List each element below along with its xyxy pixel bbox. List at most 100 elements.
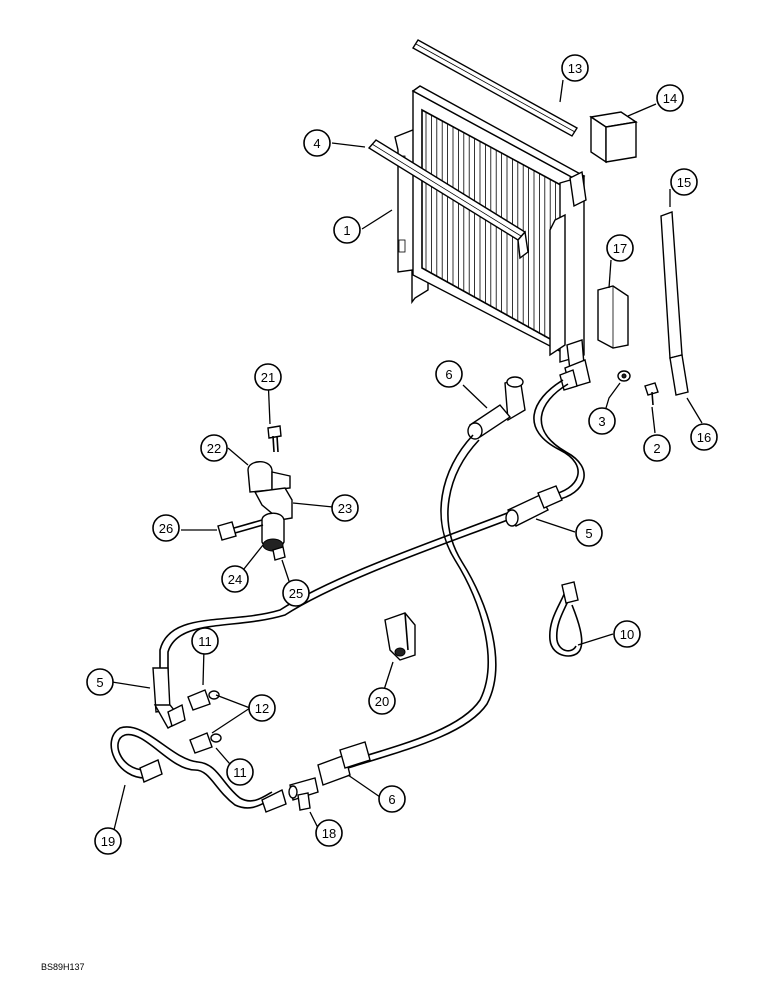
callout-circle <box>378 785 406 813</box>
adapter-fitting-upper <box>187 689 220 711</box>
callout-c20: 20 <box>368 687 396 715</box>
hose-a-outer <box>167 383 585 690</box>
callout-circle <box>613 620 641 648</box>
adapter-fitting-lower <box>189 732 222 754</box>
callout-c5b: 5 <box>575 519 603 547</box>
callout-number: 22 <box>207 441 221 456</box>
front-seal-strip <box>367 139 529 260</box>
callout-circle <box>248 694 276 722</box>
callout-circle <box>86 668 114 696</box>
callout-number: 5 <box>96 675 103 690</box>
hose-fitting-right <box>505 485 563 527</box>
callout-number: 24 <box>228 572 242 587</box>
callout-circle <box>226 758 254 786</box>
bolt-2 <box>644 382 659 406</box>
callout-c10: 10 <box>613 620 641 648</box>
hose-end-upper-left <box>467 376 526 440</box>
callout-c23: 23 <box>331 494 359 522</box>
callout-number: 4 <box>313 136 320 151</box>
bolt-26 <box>217 519 264 541</box>
callout-number: 6 <box>388 792 395 807</box>
callout-c17: 17 <box>606 234 634 262</box>
callout-circle <box>282 579 310 607</box>
callout-circle <box>191 627 219 655</box>
callout-number: 5 <box>585 526 592 541</box>
bolt-21 <box>267 425 282 453</box>
callout-circle <box>200 434 228 462</box>
hose-b-outer <box>347 439 497 769</box>
callout-c14: 14 <box>656 84 684 112</box>
callout-number: 2 <box>653 441 660 456</box>
callout-number: 17 <box>613 241 627 256</box>
vertical-seal-strip <box>660 211 689 396</box>
spacer-block <box>597 285 629 349</box>
callout-c26: 26 <box>152 514 180 542</box>
callout-number: 19 <box>101 834 115 849</box>
hose-a <box>159 379 579 690</box>
hose-fitting-lower <box>317 741 371 786</box>
callout-number: 23 <box>338 501 352 516</box>
callout-c13: 13 <box>561 54 589 82</box>
callout-number: 14 <box>663 91 677 106</box>
callout-circle <box>331 494 359 522</box>
callout-circle <box>435 360 463 388</box>
callout-c15: 15 <box>670 168 698 196</box>
callout-number: 18 <box>322 826 336 841</box>
clamp-22 <box>247 461 291 493</box>
figure-code: BS89H137 <box>41 962 85 972</box>
callout-number: 21 <box>261 370 275 385</box>
callout-circle <box>670 168 698 196</box>
callout-number: 20 <box>375 694 389 709</box>
callout-circle <box>575 519 603 547</box>
nut-3 <box>617 370 631 382</box>
bracket-23 <box>253 487 293 521</box>
foam-block <box>589 111 638 164</box>
callout-circle <box>690 423 718 451</box>
callout-c21: 21 <box>254 363 282 391</box>
callout-c18: 18 <box>315 819 343 847</box>
bent-tube <box>110 726 287 813</box>
callout-number: 15 <box>677 175 691 190</box>
callout-c3: 3 <box>588 407 616 435</box>
top-seal-strip <box>412 39 578 137</box>
callout-c4: 4 <box>303 129 331 157</box>
hose-fitting-left <box>152 667 186 729</box>
callout-circle <box>221 565 249 593</box>
callout-circle <box>368 687 396 715</box>
callout-number: 11 <box>233 765 247 780</box>
callout-c11b: 11 <box>226 758 254 786</box>
clamp-24 <box>261 512 285 552</box>
callout-circle <box>94 827 122 855</box>
callout-circle <box>254 363 282 391</box>
strap-clamp-10 <box>549 581 583 657</box>
callout-circle <box>333 216 361 244</box>
callout-number: 11 <box>198 634 212 649</box>
callout-circle <box>606 234 634 262</box>
callout-circle <box>315 819 343 847</box>
callout-circle <box>303 129 331 157</box>
hose-b <box>344 434 489 763</box>
callout-c25: 25 <box>282 579 310 607</box>
callout-c2: 2 <box>643 434 671 462</box>
callout-circle <box>588 407 616 435</box>
callout-circle <box>643 434 671 462</box>
callout-number: 3 <box>598 414 605 429</box>
callout-layer: 1234556610111112131415161718192021222324… <box>86 54 718 855</box>
callout-number: 26 <box>159 521 173 536</box>
callout-number: 6 <box>445 367 452 382</box>
callout-number: 1 <box>343 223 350 238</box>
callout-c11a: 11 <box>191 627 219 655</box>
callout-c22: 22 <box>200 434 228 462</box>
callout-c6b: 6 <box>378 785 406 813</box>
callout-circle <box>152 514 180 542</box>
callout-c6a: 6 <box>435 360 463 388</box>
callout-number: 12 <box>255 701 269 716</box>
tee-fitting <box>288 777 319 811</box>
callout-c12: 12 <box>248 694 276 722</box>
callout-number: 16 <box>697 430 711 445</box>
elbow-fitting-right <box>559 359 591 391</box>
callout-number: 25 <box>289 586 303 601</box>
hose-clamp-20 <box>384 612 416 661</box>
callout-c5a: 5 <box>86 668 114 696</box>
